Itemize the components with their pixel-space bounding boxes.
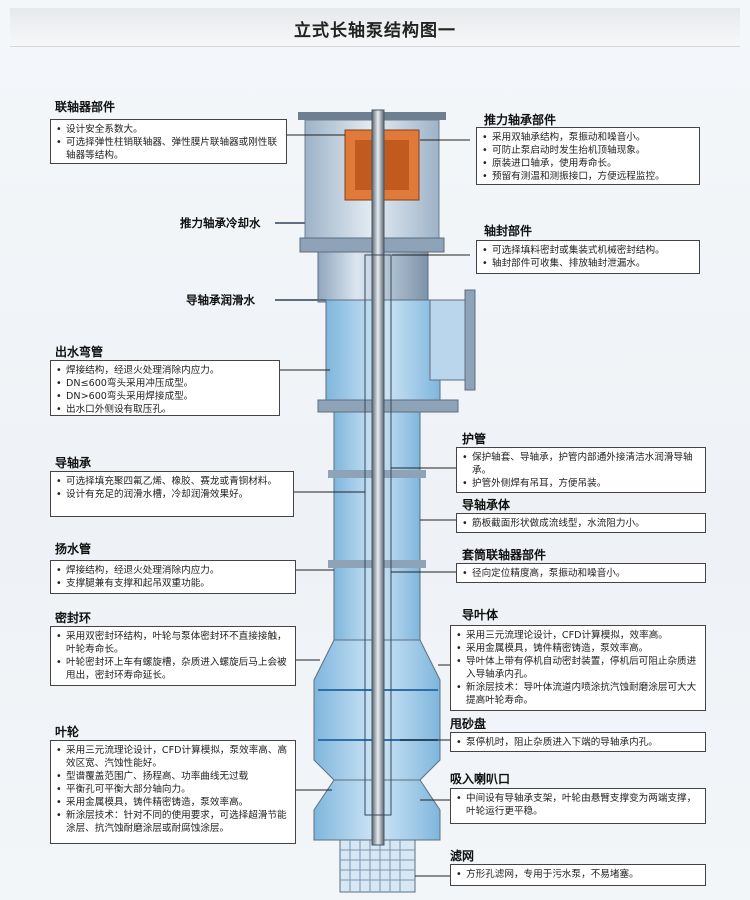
guide-bearing-item: 设计有充足的润滑水槽，冷却润滑效果好。 xyxy=(56,488,288,501)
elbow-item: DN≤600弯头采用冲压成型。 xyxy=(56,377,274,390)
seal-item: 可选择填料密封或集装式机械密封结构。 xyxy=(482,244,694,257)
lube-water-label: 导轴承润滑水 xyxy=(186,293,255,307)
sleeve-coupling-item: 径向定位精度高，泵振动和噪音小。 xyxy=(462,567,700,580)
strainer-box: 方形孔滤网，专用于污水泵，不易堵塞。 xyxy=(450,864,706,886)
impeller-item: 平衡孔可平衡大部分轴向力。 xyxy=(56,783,290,796)
guide-bearing-title: 导轴承 xyxy=(55,456,92,470)
seal-item: 轴封部件可收集、排放轴封泄漏水。 xyxy=(482,257,694,270)
bearing-body-item: 筋板截面形状做成流线型，水流阻力小。 xyxy=(462,517,700,530)
guide-bearing-box: 可选择填充聚四氟乙烯、橡胶、赛龙或青铜材料。 设计有充足的润滑水槽，冷却润滑效果… xyxy=(50,471,294,517)
sleeve-coupling-title: 套筒联轴器部件 xyxy=(462,548,547,562)
impeller-item: 采用金属模具，铸件精密铸造，泵效率高。 xyxy=(56,796,290,809)
strainer-mesh xyxy=(339,839,416,893)
impeller-item: 采用三元流理论设计，CFD计算模拟，泵效率高、高效区宽、汽蚀性能好。 xyxy=(56,744,290,770)
elbow-list: 焊接结构，经退火处理消除内应力。 DN≤600弯头采用冲压成型。 DN>600弯… xyxy=(56,364,274,416)
title-bar: 立式长轴泵结构图一 xyxy=(10,8,740,47)
coupling-title: 联轴器部件 xyxy=(55,100,116,114)
elbow-item: 焊接结构，经退火处理消除内应力。 xyxy=(56,364,274,377)
sleeve-coupling-list: 径向定位精度高，泵振动和噪音小。 xyxy=(462,567,700,580)
riser-title: 扬水管 xyxy=(55,542,92,556)
elbow-title: 出水弯管 xyxy=(55,345,104,359)
bell-title: 吸入喇叭口 xyxy=(450,772,511,786)
sand-disc-title: 甩砂盘 xyxy=(450,717,487,731)
diffuser-item: 采用三元流理论设计，CFD计算模拟，效率高。 xyxy=(456,629,700,642)
coupling-item: 设计安全系数大。 xyxy=(56,123,281,136)
pump-shaft xyxy=(371,109,385,846)
riser-box: 焊接结构，经退火处理消除内应力。 支撑腿兼有支撑和起吊双重功能。 xyxy=(50,560,296,594)
guard-tube-title: 护管 xyxy=(462,432,487,446)
seal-ring-title: 密封环 xyxy=(55,611,92,625)
bell-box: 中间设有导轴承支架，叶轮由悬臂支撑变为两端支撑，叶轮运行更平稳。 xyxy=(450,788,706,824)
thrust-item: 采用双轴承结构，泵振动和噪音小。 xyxy=(482,131,694,144)
guard-tube-list: 保护轴套、导轴承，护管内部通外接清洁水润滑导轴承。 护管外侧焊有吊耳，方便吊装。 xyxy=(462,451,700,490)
thrust-item: 预留有测温和测振接口，方便远程监控。 xyxy=(482,170,694,183)
sand-disc-box: 泵停机时，阻止杂质进入下端的导轴承内孔。 xyxy=(450,732,706,752)
impeller-list: 采用三元流理论设计，CFD计算模拟，泵效率高、高效区宽、汽蚀性能好。 型谱覆盖范… xyxy=(56,744,290,835)
seal-ring-item: 叶轮密封环上车有螺旋槽，杂质进入螺旋后马上会被甩出，密封环寿命延长。 xyxy=(56,656,290,682)
bearing-body-box: 筋板截面形状做成流线型，水流阻力小。 xyxy=(456,513,706,533)
seal-title: 轴封部件 xyxy=(484,224,533,238)
elbow-item: DN>600弯头采用焊接成型。 xyxy=(56,390,274,403)
elbow-item: 出水口外侧设有取压孔。 xyxy=(56,403,274,416)
seal-list: 可选择填料密封或集装式机械密封结构。 轴封部件可收集、排放轴封泄漏水。 xyxy=(482,244,694,270)
thrust-item: 原装进口轴承，使用寿命长。 xyxy=(482,157,694,170)
diffuser-title: 导叶体 xyxy=(462,608,499,622)
coupling-list: 设计安全系数大。 可选择弹性柱销联轴器、弹性膜片联轴器或刚性联轴器等结构。 xyxy=(56,123,281,162)
guide-bearing-list: 可选择填充聚四氟乙烯、橡胶、赛龙或青铜材料。 设计有充足的润滑水槽，冷却润滑效果… xyxy=(56,475,288,501)
cooling-water-label: 推力轴承冷却水 xyxy=(180,216,261,230)
thrust-box: 采用双轴承结构，泵振动和噪音小。 可防止泵启动时发生抬机顶轴现象。 原装进口轴承… xyxy=(476,127,700,185)
guard-tube-item: 护管外侧焊有吊耳，方便吊装。 xyxy=(462,477,700,490)
strainer-title: 滤网 xyxy=(450,849,475,863)
seal-ring-box: 采用双密封环结构，叶轮与泵体密封环不直接接触，叶轮寿命长。 叶轮密封环上车有螺旋… xyxy=(50,626,296,686)
bearing-body-list: 筋板截面形状做成流线型，水流阻力小。 xyxy=(462,517,700,530)
coupling-item: 可选择弹性柱销联轴器、弹性膜片联轴器或刚性联轴器等结构。 xyxy=(56,136,281,162)
impeller-box: 采用三元流理论设计，CFD计算模拟，泵效率高、高效区宽、汽蚀性能好。 型谱覆盖范… xyxy=(50,740,296,844)
riser-list: 焊接结构，经退火处理消除内应力。 支撑腿兼有支撑和起吊双重功能。 xyxy=(56,564,290,590)
diffuser-box: 采用三元流理论设计，CFD计算模拟，效率高。 采用金属模具，铸件精密铸造，泵效率… xyxy=(450,625,706,711)
page-title: 立式长轴泵结构图一 xyxy=(294,21,456,41)
guard-tube xyxy=(364,254,392,816)
strainer-list: 方形孔滤网，专用于污水泵，不易堵塞。 xyxy=(456,868,700,881)
elbow-box: 焊接结构，经退火处理消除内应力。 DN≤600弯头采用冲压成型。 DN>600弯… xyxy=(50,360,280,416)
diffuser-item: 导叶体上带有停机自动密封装置，停机后可阻止杂质进入导轴承内孔。 xyxy=(456,655,700,681)
seal-ring-list: 采用双密封环结构，叶轮与泵体密封环不直接接触，叶轮寿命长。 叶轮密封环上车有螺旋… xyxy=(56,630,290,682)
impeller-item: 型谱覆盖范围广、扬程高、功率曲线无过载 xyxy=(56,770,290,783)
sand-disc-item: 泵停机时，阻止杂质进入下端的导轴承内孔。 xyxy=(456,736,700,749)
seal-ring-item: 采用双密封环结构，叶轮与泵体密封环不直接接触，叶轮寿命长。 xyxy=(56,630,290,656)
thrust-item: 可防止泵启动时发生抬机顶轴现象。 xyxy=(482,144,694,157)
guard-tube-item: 保护轴套、导轴承，护管内部通外接清洁水润滑导轴承。 xyxy=(462,451,700,477)
bell-item: 中间设有导轴承支架，叶轮由悬臂支撑变为两端支撑，叶轮运行更平稳。 xyxy=(456,792,700,818)
bell-list: 中间设有导轴承支架，叶轮由悬臂支撑变为两端支撑，叶轮运行更平稳。 xyxy=(456,792,700,818)
guard-tube-box: 保护轴套、导轴承，护管内部通外接清洁水润滑导轴承。 护管外侧焊有吊耳，方便吊装。 xyxy=(456,447,706,493)
guide-bearing-item: 可选择填充聚四氟乙烯、橡胶、赛龙或青铜材料。 xyxy=(56,475,288,488)
diffuser-item: 采用金属模具，铸件精密铸造，泵效率高。 xyxy=(456,642,700,655)
riser-item: 焊接结构，经退火处理消除内应力。 xyxy=(56,564,290,577)
impeller-item: 新涂层技术：针对不同的使用要求，可选择超滑节能涂层、抗汽蚀耐磨涂层或耐腐蚀涂层。 xyxy=(56,809,290,835)
diffuser-list: 采用三元流理论设计，CFD计算模拟，效率高。 采用金属模具，铸件精密铸造，泵效率… xyxy=(456,629,700,707)
diffuser-item: 新涂层技术：导叶体流道内喷涂抗汽蚀耐磨涂层可大大提高叶轮寿命。 xyxy=(456,681,700,707)
discharge-elbow xyxy=(317,289,476,413)
sand-disc-list: 泵停机时，阻止杂质进入下端的导轴承内孔。 xyxy=(456,736,700,749)
thrust-title: 推力轴承部件 xyxy=(484,113,557,127)
strainer-item: 方形孔滤网，专用于污水泵，不易堵塞。 xyxy=(456,868,700,881)
impeller-title: 叶轮 xyxy=(55,725,80,739)
coupling-box: 设计安全系数大。 可选择弹性柱销联轴器、弹性膜片联轴器或刚性联轴器等结构。 xyxy=(50,119,287,164)
seal-box: 可选择填料密封或集装式机械密封结构。 轴封部件可收集、排放轴封泄漏水。 xyxy=(476,240,700,274)
bearing-body-title: 导轴承体 xyxy=(462,498,511,512)
thrust-list: 采用双轴承结构，泵振动和噪音小。 可防止泵启动时发生抬机顶轴现象。 原装进口轴承… xyxy=(482,131,694,183)
riser-item: 支撑腿兼有支撑和起吊双重功能。 xyxy=(56,577,290,590)
sleeve-coupling-box: 径向定位精度高，泵振动和噪音小。 xyxy=(456,563,706,583)
